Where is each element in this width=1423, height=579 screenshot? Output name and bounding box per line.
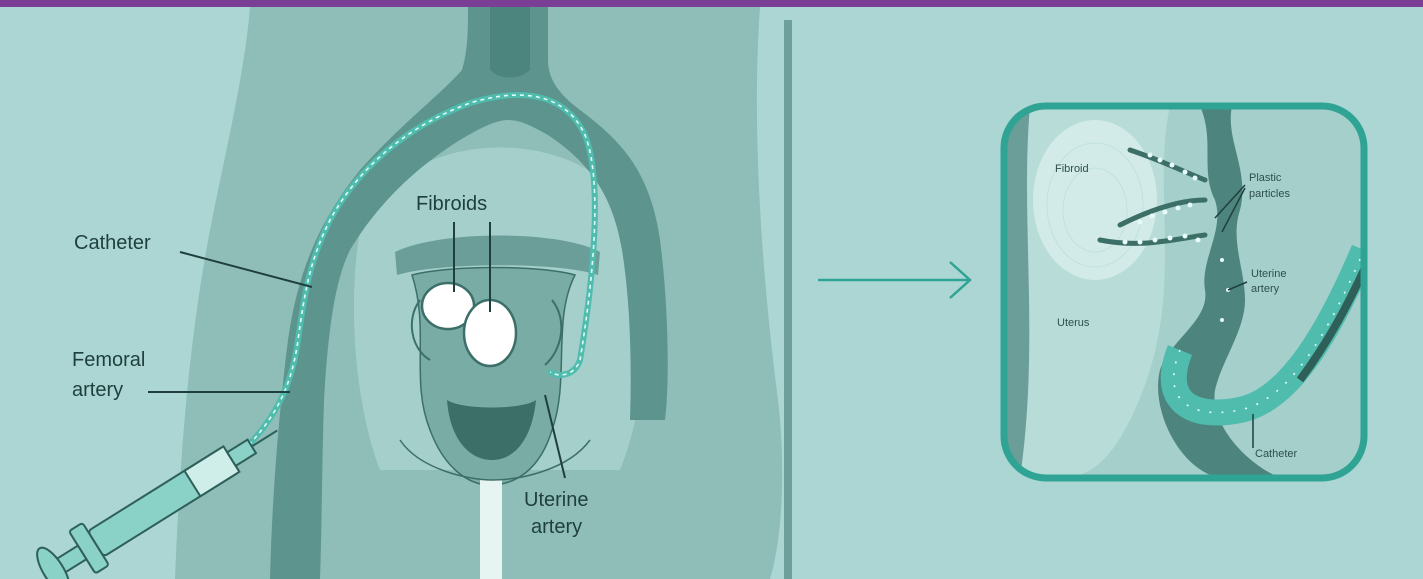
aorta-shade [490, 7, 530, 78]
inset-fibroid-label: Fibroid [1055, 163, 1089, 175]
inset-detail: Fibroid Plastic particles Uterine artery… [1004, 106, 1364, 478]
inset-catheter-label: Catheter [1255, 448, 1298, 460]
inset-uterus-label: Uterus [1057, 317, 1090, 329]
uterine-label-line1: Uterine [524, 489, 588, 511]
catheter-label: Catheter [74, 232, 151, 254]
pelvis-illustration: Catheter Femoral artery Fibroids Uterine… [31, 7, 782, 579]
inset-plastic-label-line1: Plastic [1249, 172, 1282, 184]
inset-uterine-label-line2: artery [1251, 283, 1280, 295]
femoral-label-line2: artery [72, 379, 123, 401]
inset-fibroid [1033, 120, 1157, 280]
uterine-label-line2: artery [531, 516, 582, 538]
top-accent-bar [0, 0, 1423, 7]
inset-plastic-label-line2: particles [1249, 188, 1290, 200]
lower-canal [480, 480, 502, 579]
arrow-right-icon [818, 262, 970, 298]
fibroids-label: Fibroids [416, 193, 487, 215]
panel-divider [784, 20, 792, 579]
inset-uterine-label-line1: Uterine [1251, 268, 1286, 280]
femoral-label-line1: Femoral [72, 349, 145, 371]
